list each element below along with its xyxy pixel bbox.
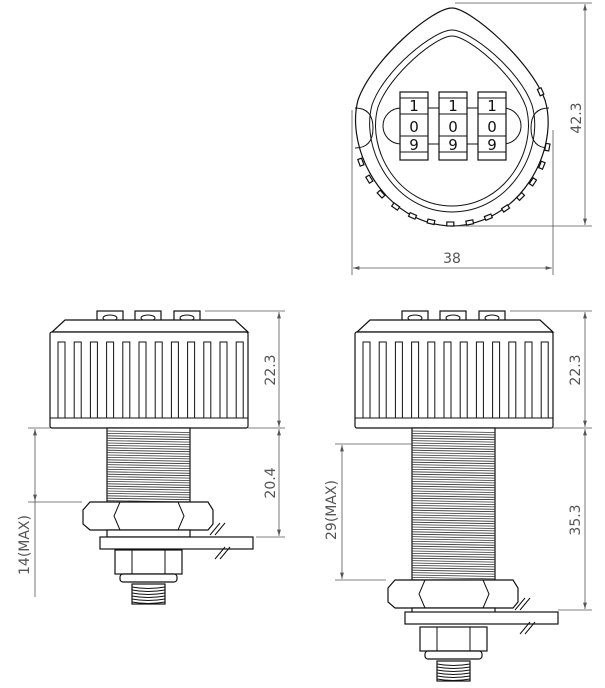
grip-tooth (536, 86, 545, 97)
dial-digit-middle: 0 (409, 118, 419, 136)
hex-nut (82, 501, 214, 531)
grip-tooth (446, 221, 455, 227)
dial-digit-top: 1 (448, 97, 458, 115)
cap-top (355, 319, 555, 333)
cap-body (354, 331, 554, 429)
side-view-long-dimensions: 22.3 35.3 29(MAX) (324, 310, 592, 611)
dial-wheel: 1 0 9 (399, 91, 429, 161)
dial-digit-middle: 0 (487, 118, 497, 136)
side-view-short-dimensions: 22.3 20.4 14(MAX) (17, 310, 285, 597)
dial-digit-top: 1 (409, 97, 419, 115)
mounting-panel (404, 611, 559, 625)
dimension-cap-height-label: 22.3 (263, 354, 279, 385)
side-view-long (354, 310, 559, 682)
dimension-cap-height-label: 22.3 (568, 354, 584, 385)
cap-body (49, 331, 249, 429)
grip-teeth (357, 86, 551, 227)
top-view: 1 0 9 1 0 9 1 0 9 42.3 38 (351, 2, 592, 275)
dimension-height-label: 42.3 (569, 102, 585, 133)
hex-nut (387, 579, 519, 609)
grip-tooth (537, 160, 546, 170)
lower-nut (114, 549, 183, 575)
grip-tooth (376, 189, 386, 199)
dial-wheel: 1 0 9 (438, 91, 468, 161)
cap-top (50, 319, 250, 333)
grip-tooth (465, 219, 475, 226)
dial-digit-bottom: 9 (448, 136, 458, 154)
dial-wheel: 1 0 9 (477, 91, 507, 161)
mounting-panel (99, 536, 254, 550)
dimension-thread-length-label: 35.3 (568, 504, 584, 535)
grip-tooth (483, 213, 494, 222)
dial-digit-bottom: 9 (409, 136, 419, 154)
grip-tooth (500, 203, 511, 213)
grip-tooth (515, 191, 526, 202)
dimension-thread-length-label: 20.4 (263, 467, 279, 498)
lower-nut (419, 626, 488, 652)
dial-digit-middle: 0 (448, 118, 458, 136)
washer (106, 529, 191, 538)
lower-washer (119, 573, 178, 583)
dimension-max-panel-label: 14(MAX) (17, 515, 33, 575)
grip-tooth (357, 157, 365, 167)
dial-digit-top: 1 (487, 97, 497, 115)
side-view-short (49, 310, 254, 605)
dimension-max-panel-label: 29(MAX) (324, 480, 340, 540)
lower-washer (424, 650, 483, 660)
grip-tooth (364, 174, 374, 184)
grip-tooth (426, 218, 436, 226)
grip-tooth (528, 177, 538, 187)
grip-tooth (544, 142, 551, 152)
dial-digit-bottom: 9 (487, 136, 497, 154)
dimension-width-label: 38 (443, 251, 461, 267)
grip-tooth (390, 202, 401, 212)
grip-tooth (407, 211, 418, 220)
